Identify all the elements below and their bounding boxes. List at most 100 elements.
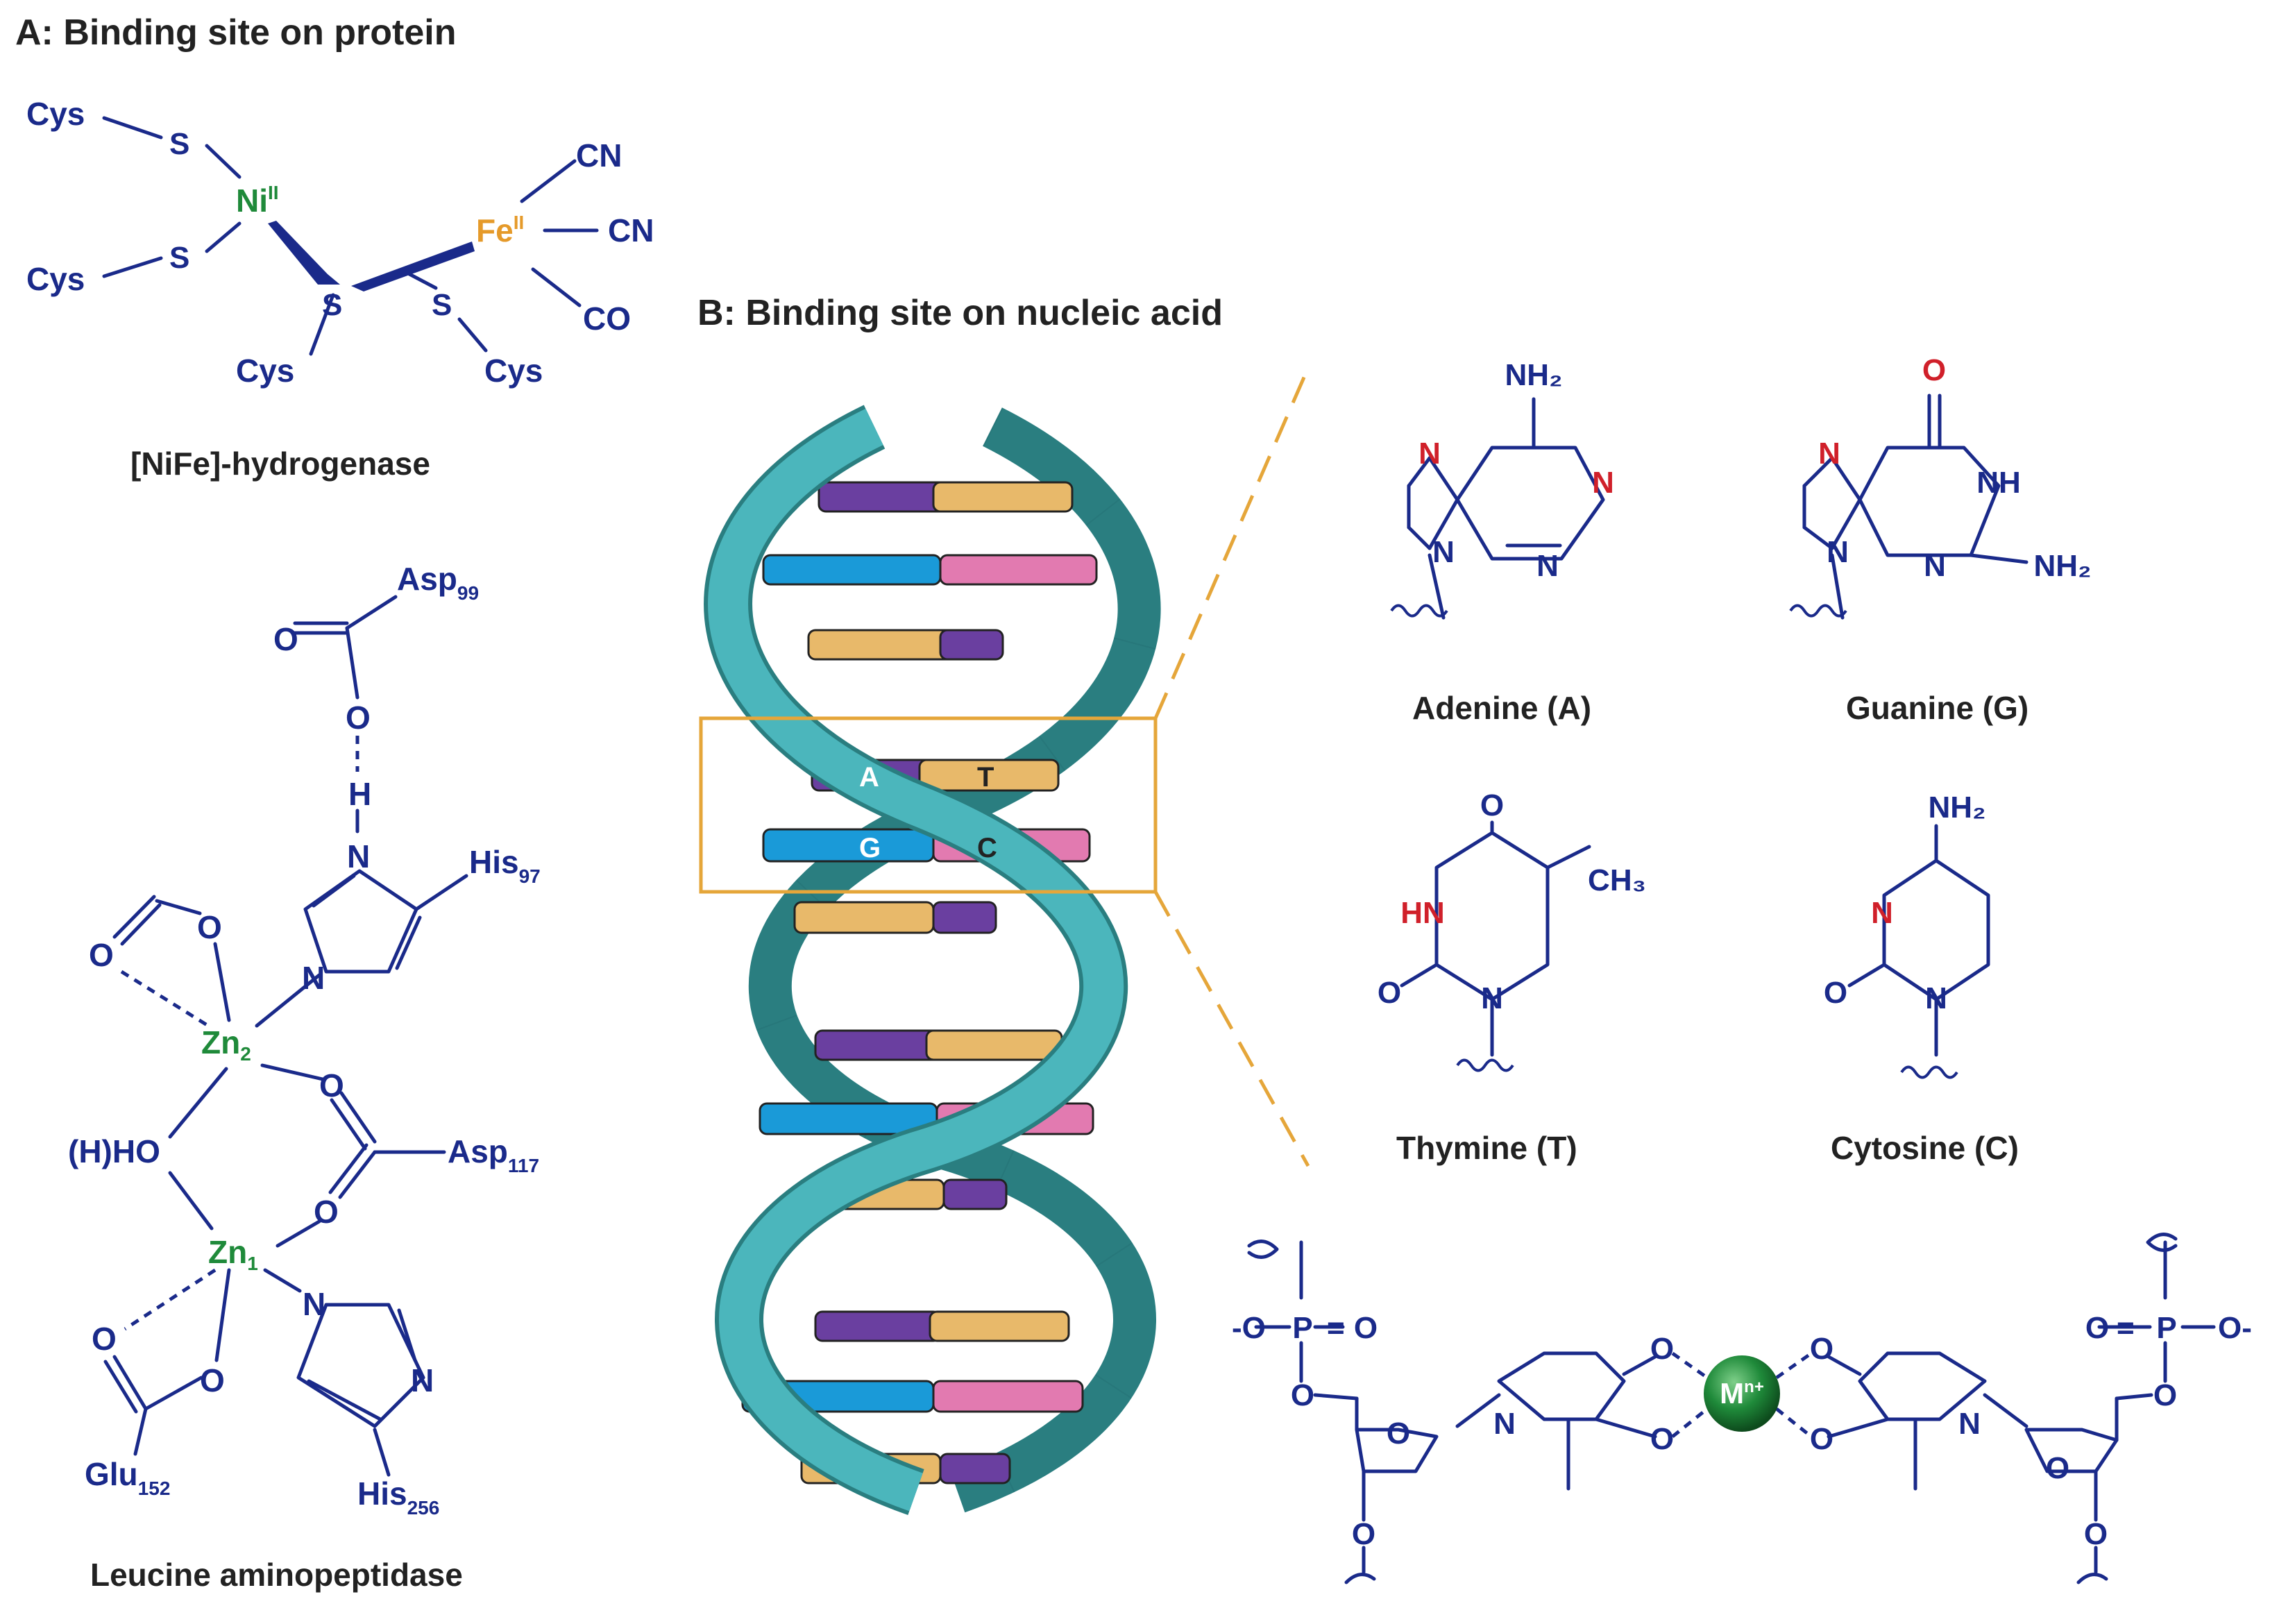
- thymine-n1: N: [1481, 981, 1503, 1015]
- cytosine-caption: Cytosine (C): [1831, 1130, 2019, 1166]
- asp99-label: Asp99: [397, 561, 479, 604]
- n-his256-right: N: [411, 1362, 434, 1398]
- his256-label: His256: [357, 1475, 439, 1519]
- cys-label-4: Cys: [484, 353, 543, 389]
- hydrogenase-caption: [NiFe]-hydrogenase: [130, 446, 430, 482]
- n-his256-top: N: [303, 1286, 325, 1322]
- zn1-label: Zn1: [208, 1234, 258, 1274]
- metal-ion-sphere: [1704, 1355, 1780, 1432]
- aminopeptidase-caption: Leucine aminopeptidase: [90, 1557, 463, 1593]
- thymine-structure: O CH₃ HN O N: [1378, 788, 1646, 1072]
- cys-label-2: Cys: [26, 261, 85, 297]
- zn2-label: Zn2: [201, 1024, 251, 1065]
- nife-hydrogenase-structure: Cys S Cys S NiII FeII S S Cys Cys CN CN …: [26, 96, 654, 389]
- s-label-3: S: [322, 288, 342, 322]
- hydroxo-label: (H)HO: [68, 1133, 160, 1169]
- o-asp99: O: [346, 700, 371, 736]
- right-n: N: [1958, 1407, 1981, 1441]
- co-label: CO: [583, 301, 631, 337]
- guanine-nh2: NH₂: [2033, 549, 2091, 583]
- base-pairs: [741, 481, 1098, 1485]
- s-label-2: S: [169, 241, 189, 275]
- dna-double-helix: A T G C: [704, 405, 1161, 1515]
- ni-label: NiII: [236, 182, 279, 219]
- right-eq: =: [2117, 1311, 2135, 1345]
- left-o-a: O: [1650, 1332, 1674, 1366]
- dna-label-c: C: [977, 833, 997, 863]
- his97-label: His97: [469, 844, 541, 887]
- h-label: H: [348, 776, 371, 812]
- guanine-structure: O N NH N N NH₂: [1789, 353, 2092, 620]
- adenine-nh2: NH₂: [1505, 358, 1562, 392]
- o-glu-1: O: [92, 1321, 117, 1357]
- right-o3: O: [2084, 1517, 2108, 1551]
- o-formate-1: O: [89, 937, 114, 973]
- n-his97-top: N: [347, 838, 370, 874]
- right-sugar-o: O: [2046, 1451, 2069, 1485]
- adenine-n9: N: [1432, 535, 1455, 569]
- right-o-minus: O-: [2218, 1311, 2252, 1345]
- left-o-ester: O: [1291, 1378, 1314, 1412]
- guanine-n3: N: [1924, 549, 1946, 583]
- adenine-structure: NH₂ N N N N: [1390, 358, 1614, 620]
- adenine-n3: N: [1536, 549, 1559, 583]
- guanine-o: O: [1922, 353, 1946, 387]
- left-o-double: O: [1354, 1311, 1378, 1345]
- dna-label-t: T: [977, 762, 994, 793]
- dna-label-a: A: [859, 762, 879, 793]
- thymine-caption: Thymine (T): [1396, 1130, 1577, 1166]
- right-o-a: O: [1810, 1332, 1833, 1366]
- o-formate-2: O: [197, 909, 222, 945]
- left-sugar-o: O: [1387, 1416, 1410, 1450]
- aminopeptidase-structure: O Asp99 O H N His97 N O O Zn2 O Asp117 (…: [68, 561, 541, 1519]
- right-phosphorus: P: [2156, 1311, 2176, 1345]
- highlight-box: [699, 716, 1158, 894]
- n-his97-bottom: N: [302, 960, 325, 996]
- right-o-ester: O: [2153, 1378, 2177, 1412]
- guanine-n7: N: [1818, 437, 1840, 471]
- metal-base-pair-structure: -O P = O O O O N O O O O N O O O O = P O…: [1232, 1233, 2252, 1584]
- guanine-n9: N: [1827, 535, 1849, 569]
- zoom-line-bottom: [1153, 890, 1310, 1167]
- left-o-minus: -O: [1232, 1311, 1266, 1345]
- left-o-b: O: [1650, 1422, 1674, 1456]
- panel-a-title: A: Binding site on protein: [15, 12, 457, 53]
- fe-label: FeII: [476, 212, 524, 248]
- o-asp117-top: O: [319, 1067, 344, 1103]
- left-o3: O: [1352, 1517, 1375, 1551]
- cys-label-3: Cys: [236, 353, 294, 389]
- guanine-caption: Guanine (G): [1846, 690, 2028, 726]
- left-eq: =: [1327, 1311, 1345, 1345]
- thymine-hn: HN: [1400, 896, 1445, 930]
- zoom-line-top: [1153, 367, 1310, 719]
- thymine-o-bottom: O: [1378, 976, 1401, 1010]
- guanine-nh: NH: [1976, 466, 2021, 500]
- cytosine-structure: NH₂ N O N: [1824, 790, 1990, 1079]
- cytosine-o: O: [1824, 976, 1847, 1010]
- cys-label-1: Cys: [26, 96, 85, 132]
- right-o-b: O: [1810, 1422, 1833, 1456]
- asp117-label: Asp117: [448, 1133, 539, 1176]
- s-label-4: S: [432, 288, 452, 322]
- glu152-label: Glu152: [85, 1456, 170, 1499]
- thymine-o-top: O: [1480, 788, 1504, 822]
- o-glu-2: O: [200, 1362, 225, 1398]
- adenine-caption: Adenine (A): [1412, 690, 1591, 726]
- cn-label-2: CN: [608, 212, 654, 248]
- cytosine-n1: N: [1925, 981, 1947, 1015]
- panel-b-title: B: Binding site on nucleic acid: [697, 293, 1223, 333]
- left-n: N: [1493, 1407, 1516, 1441]
- cytosine-n3: N: [1871, 896, 1893, 930]
- right-o-double: O: [2085, 1311, 2109, 1345]
- o-double-asp99: O: [273, 621, 298, 657]
- thymine-ch3: CH₃: [1588, 863, 1646, 897]
- o-asp117-bottom: O: [314, 1194, 339, 1230]
- dna-label-g: G: [859, 833, 881, 863]
- adenine-n7: N: [1418, 437, 1441, 471]
- s-label-1: S: [169, 127, 189, 161]
- cytosine-nh2: NH₂: [1928, 790, 1985, 824]
- cn-label-1: CN: [576, 137, 622, 174]
- metal-ion-label: Mn+: [1720, 1377, 1764, 1410]
- adenine-n1: N: [1592, 466, 1614, 500]
